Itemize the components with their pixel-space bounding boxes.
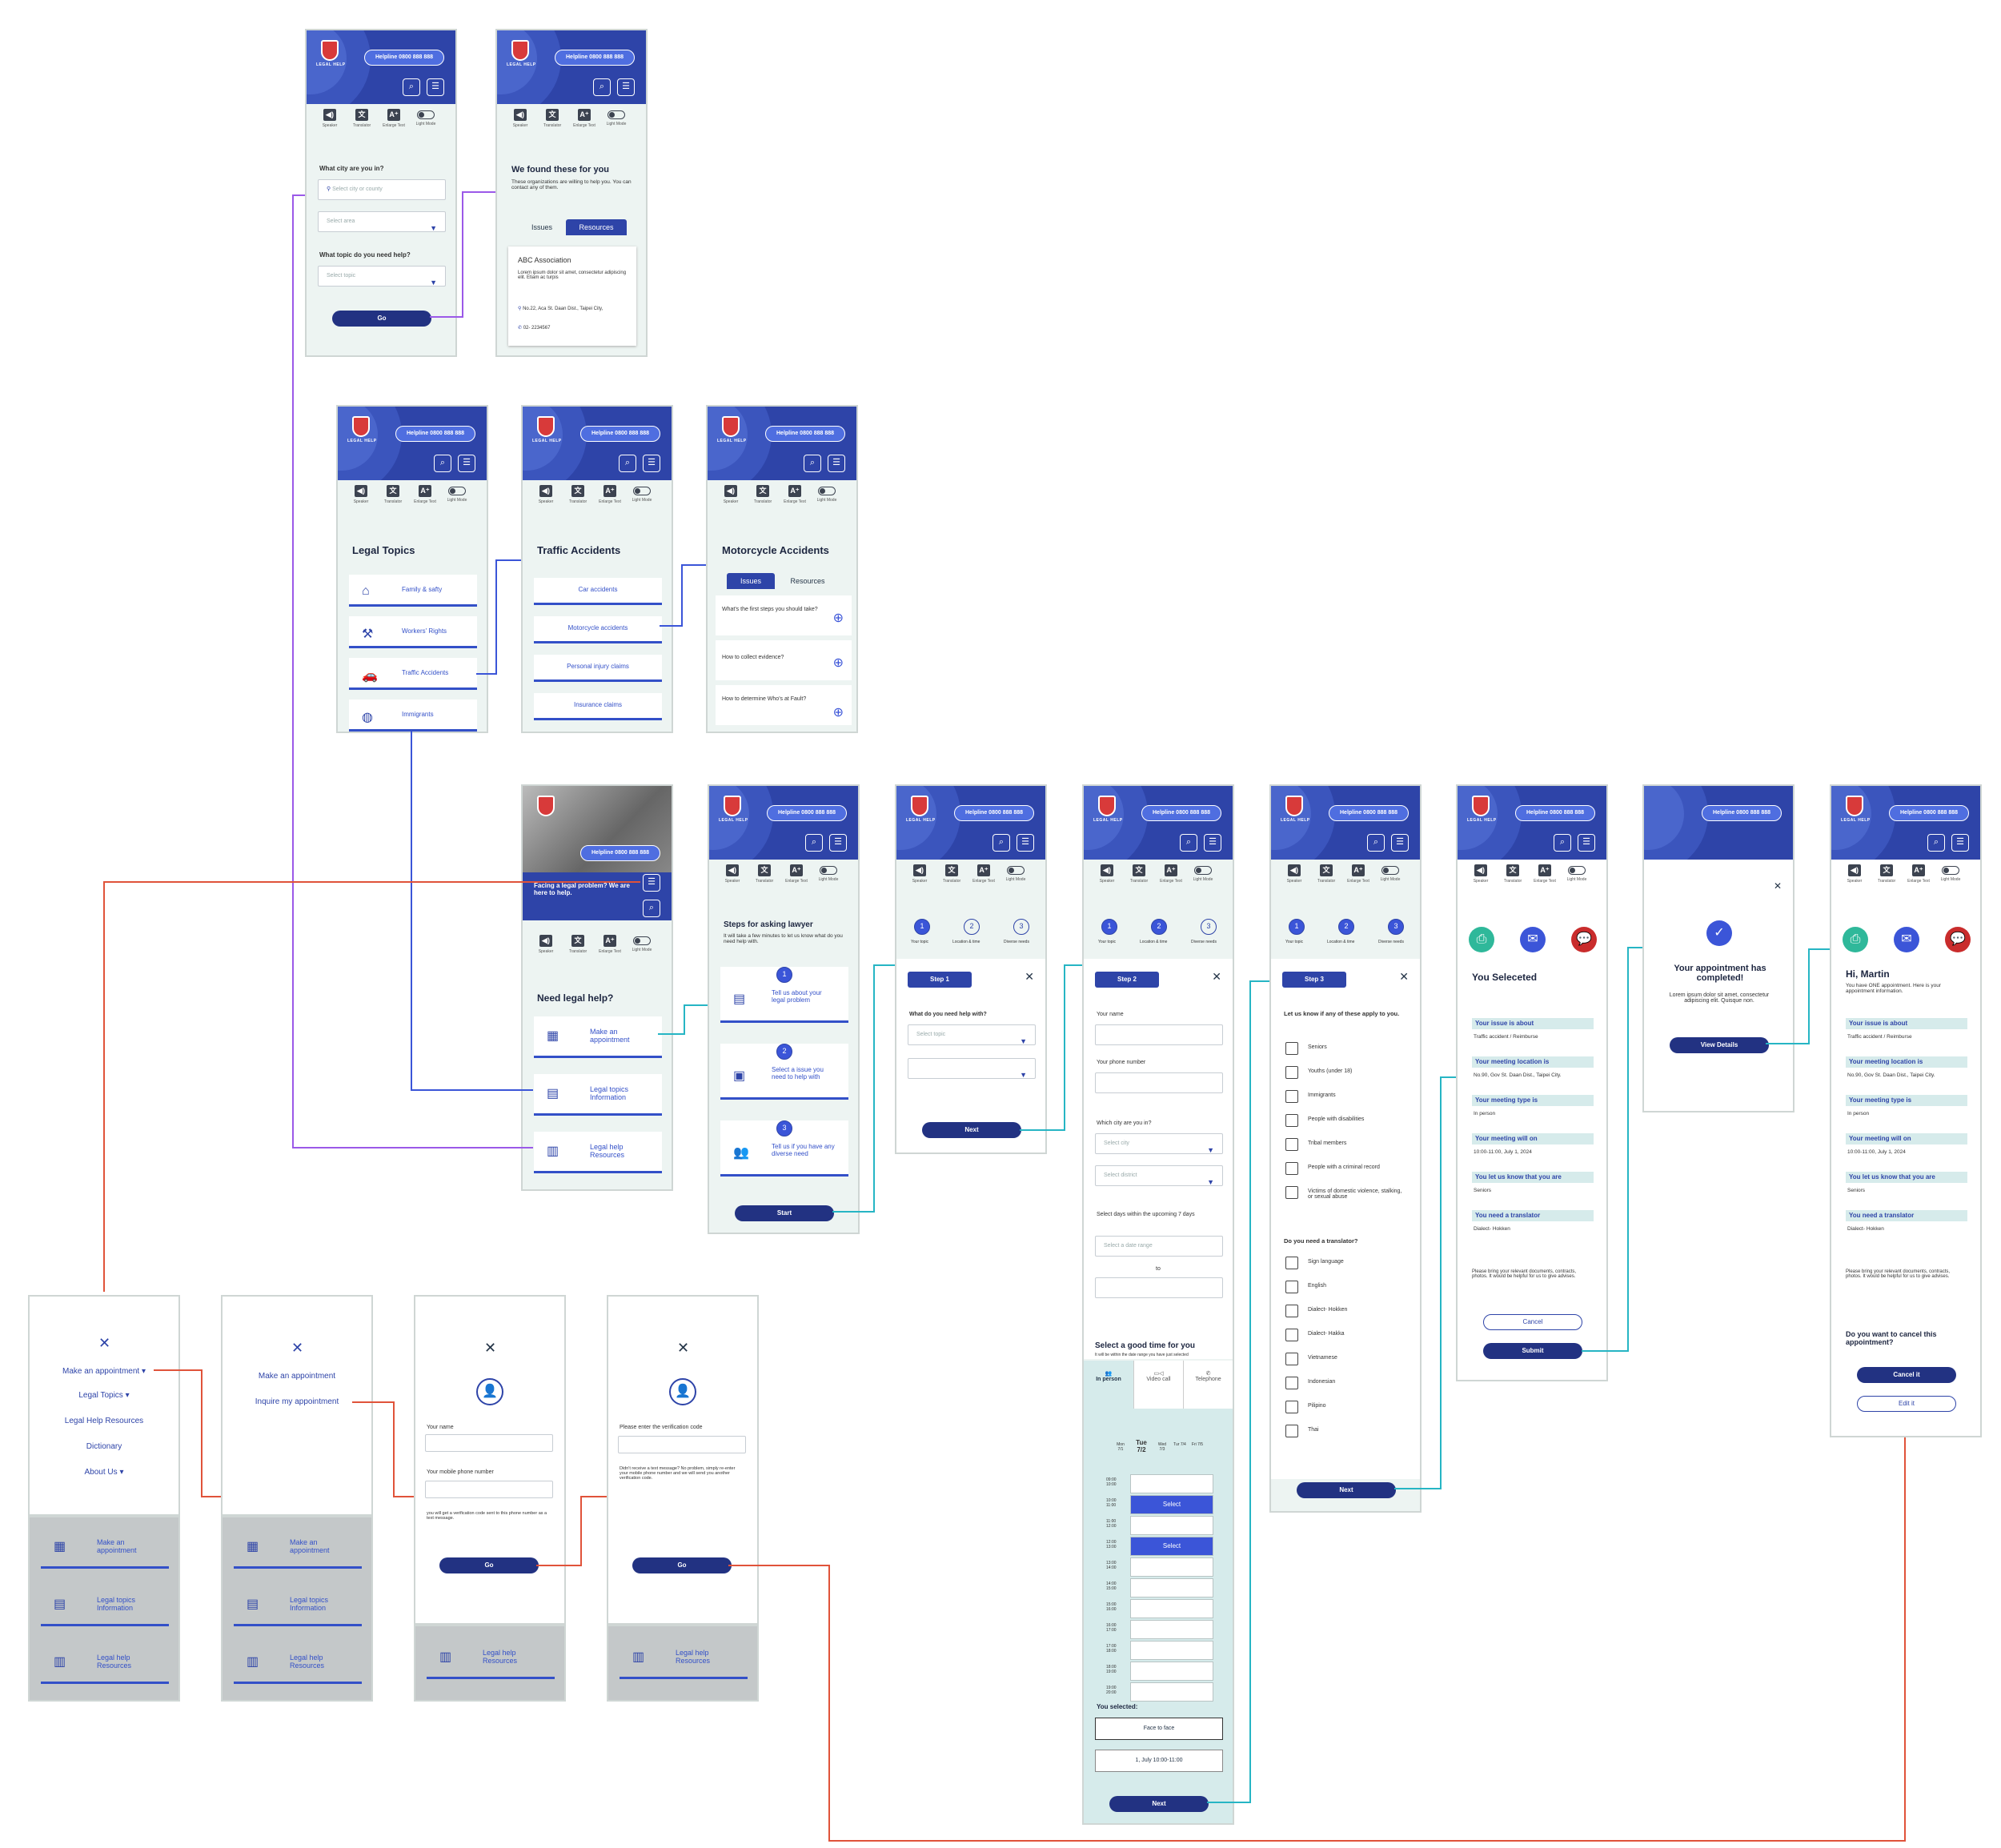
connector-blue (411, 732, 533, 1090)
connector-teal (832, 965, 895, 1212)
connector-red (536, 1497, 607, 1565)
connector-teal (1394, 1077, 1456, 1489)
connector-blue (660, 565, 706, 626)
connector-red (154, 1370, 221, 1497)
connector-teal (1207, 981, 1269, 1802)
connector-teal (658, 1005, 708, 1034)
connector-red (352, 1402, 414, 1497)
connector-teal (1766, 949, 1830, 1044)
connector-teal (1582, 948, 1642, 1351)
connector-blue (476, 560, 521, 674)
connector-teal (1020, 965, 1082, 1130)
connector-red (104, 882, 640, 1292)
connector-purple (430, 192, 495, 317)
connector-red (728, 1437, 1905, 1841)
